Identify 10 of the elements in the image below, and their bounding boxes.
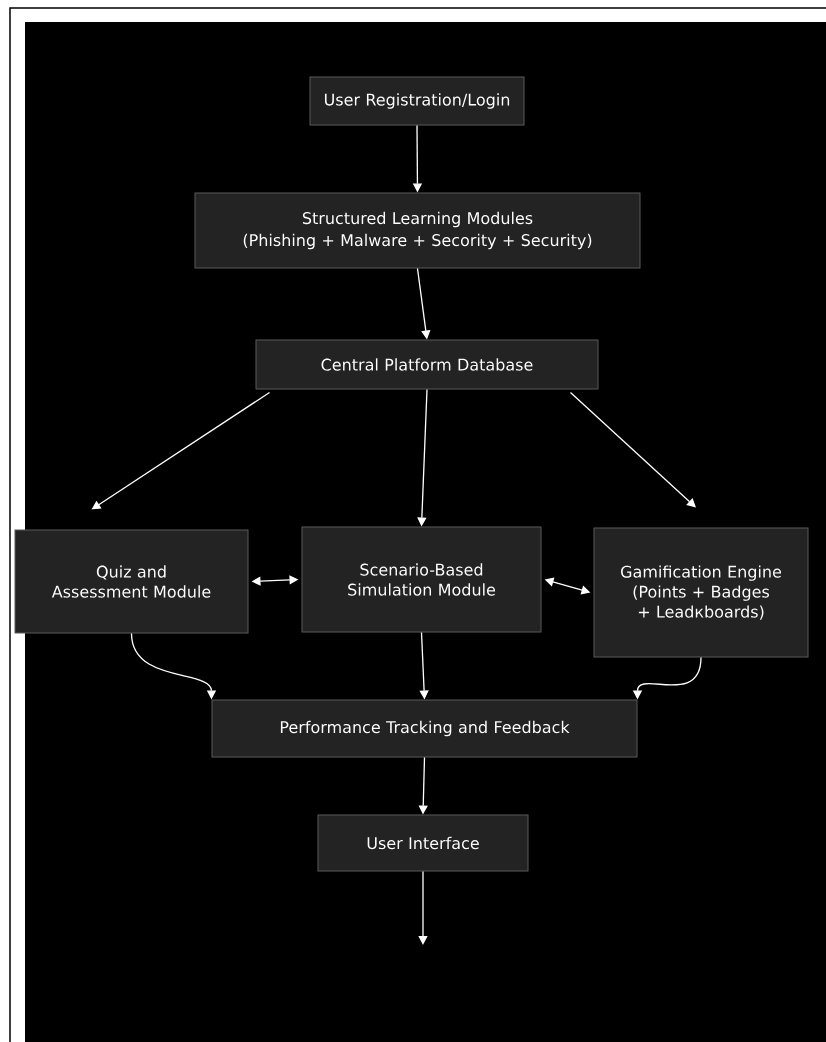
process-box: Scenario-Based Simulation Module [301, 526, 542, 633]
process-box: Gamification Engine (Points + Badges + Leadкboards) [593, 527, 809, 658]
process-box: Quiz and Assessment Module [14, 529, 249, 634]
process-box: Structured Learning Modules (Phishing + Malware + Secority + Security) [194, 192, 641, 269]
process-box: User Interface [317, 814, 529, 872]
process-box: User Registration/Login [309, 76, 525, 126]
process-box: Performance Tracking and Feedback [211, 699, 638, 758]
arrow [418, 870, 428, 945]
arrow [569, 391, 696, 508]
process-box: Central Platform Database [255, 339, 599, 390]
